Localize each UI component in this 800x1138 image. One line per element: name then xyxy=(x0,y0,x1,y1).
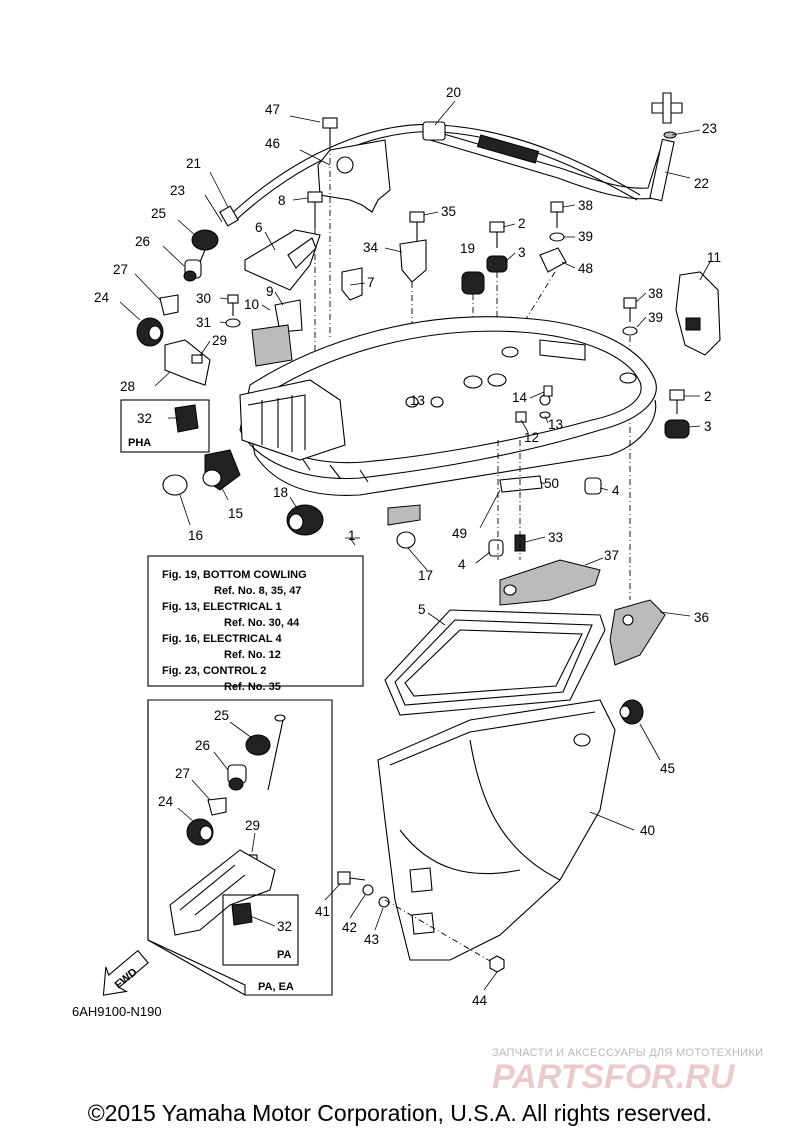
ref-line-3: Fig. 13, ELECTRICAL 1 xyxy=(162,601,282,613)
callout-13-left: 13 xyxy=(410,393,425,408)
callout-38-upper: 38 xyxy=(578,198,593,213)
callout-2-right: 2 xyxy=(704,389,712,404)
callout-32: 32 xyxy=(137,411,152,426)
callout-39-upper: 39 xyxy=(578,229,593,244)
ref-line-6: Ref. No. 12 xyxy=(224,649,281,661)
callout-32-inset: 32 xyxy=(277,919,292,934)
callout-22: 22 xyxy=(694,176,709,191)
callout-23-left: 23 xyxy=(170,183,185,198)
callout-9: 9 xyxy=(266,284,274,299)
callout-5: 5 xyxy=(418,602,426,617)
callout-18: 18 xyxy=(273,485,288,500)
callout-44: 44 xyxy=(472,993,488,1008)
callout-43: 43 xyxy=(364,932,379,947)
fuel-hose-assembly xyxy=(219,92,683,227)
callout-20: 20 xyxy=(446,85,461,100)
callout-3-right: 3 xyxy=(704,419,712,434)
ref-line-1: Fig. 19, BOTTOM COWLING xyxy=(162,569,307,581)
callout-13-right: 13 xyxy=(548,417,563,432)
callout-29-inset: 29 xyxy=(245,818,260,833)
callout-6: 6 xyxy=(255,220,263,235)
tag-pha: PHA xyxy=(128,437,151,449)
callout-24-inset: 24 xyxy=(158,794,174,809)
callout-19: 19 xyxy=(460,241,475,256)
seal-and-apron xyxy=(337,559,666,973)
callout-27: 27 xyxy=(113,262,128,277)
callout-28: 28 xyxy=(120,379,135,394)
callout-42: 42 xyxy=(342,920,357,935)
left-side-parts xyxy=(120,229,421,549)
callout-16: 16 xyxy=(188,528,203,543)
callout-45: 45 xyxy=(660,761,675,776)
callout-21: 21 xyxy=(186,156,201,171)
callout-40: 40 xyxy=(640,823,655,838)
callout-47: 47 xyxy=(265,102,280,117)
bottom-cowling xyxy=(239,316,657,560)
fwd-arrow-icon xyxy=(102,949,149,996)
callout-50: 50 xyxy=(544,476,559,491)
callout-37: 37 xyxy=(604,548,619,563)
ref-line-2: Ref. No. 8, 35, 47 xyxy=(214,585,301,597)
callout-26-inset: 26 xyxy=(195,738,210,753)
leader-lines xyxy=(119,100,711,991)
callout-24: 24 xyxy=(94,290,110,305)
watermark-subtitle: ЗАПЧАСТИ И АКСЕССУАРЫ ДЛЯ МОТОТЕХНИКИ xyxy=(492,1047,763,1059)
copyright-notice: ©2015 Yamaha Motor Corporation, U.S.A. A… xyxy=(87,1100,713,1126)
drawing-code: 6AH9100-N190 xyxy=(72,1004,162,1019)
callout-11: 11 xyxy=(707,250,721,265)
tag-pa-ea: PA, EA xyxy=(258,981,294,993)
callout-49: 49 xyxy=(452,526,467,541)
callout-25: 25 xyxy=(151,206,166,221)
callout-23-top: 23 xyxy=(702,121,717,136)
callout-7: 7 xyxy=(367,275,375,290)
callout-2-upper: 2 xyxy=(518,216,526,231)
callout-4-right: 4 xyxy=(612,483,620,498)
callout-46: 46 xyxy=(265,136,280,151)
callout-4-lower: 4 xyxy=(458,557,466,572)
ref-line-4: Ref. No. 30, 44 xyxy=(224,617,300,629)
callout-labels: 47 46 20 23 22 21 23 25 26 27 24 8 6 30 … xyxy=(94,85,721,1008)
upper-bracket-parts xyxy=(225,117,721,600)
callout-12: 12 xyxy=(524,430,539,445)
reference-box: Fig. 19, BOTTOM COWLING Ref. No. 8, 35, … xyxy=(147,555,364,693)
tag-pa: PA xyxy=(277,949,292,961)
callout-48: 48 xyxy=(578,261,593,276)
ref-line-8: Ref. No. 35 xyxy=(224,681,281,693)
callout-26: 26 xyxy=(135,234,150,249)
callout-27-inset: 27 xyxy=(175,766,190,781)
callout-35: 35 xyxy=(441,204,456,219)
callout-36: 36 xyxy=(694,610,709,625)
callout-3-upper: 3 xyxy=(518,245,526,260)
ref-line-7: Fig. 23, CONTROL 2 xyxy=(162,665,266,677)
callout-38-right: 38 xyxy=(648,286,663,301)
pa-ea-inset xyxy=(147,699,333,996)
callout-39-right: 39 xyxy=(648,310,663,325)
callout-31: 31 xyxy=(196,315,211,330)
callout-14: 14 xyxy=(512,390,528,405)
callout-15: 15 xyxy=(228,506,243,521)
callout-34: 34 xyxy=(363,240,379,255)
callout-8: 8 xyxy=(278,193,286,208)
callout-25-inset: 25 xyxy=(214,708,229,723)
callout-33: 33 xyxy=(548,530,563,545)
callout-30: 30 xyxy=(196,291,211,306)
callout-41: 41 xyxy=(315,904,330,919)
callout-17: 17 xyxy=(418,568,433,583)
callout-1: 1 xyxy=(348,528,356,543)
callout-29: 29 xyxy=(212,333,227,348)
callout-10: 10 xyxy=(244,297,259,312)
ref-line-5: Fig. 16, ELECTRICAL 4 xyxy=(162,633,282,645)
watermark-brand: PARTSFOR.RU xyxy=(492,1058,736,1096)
